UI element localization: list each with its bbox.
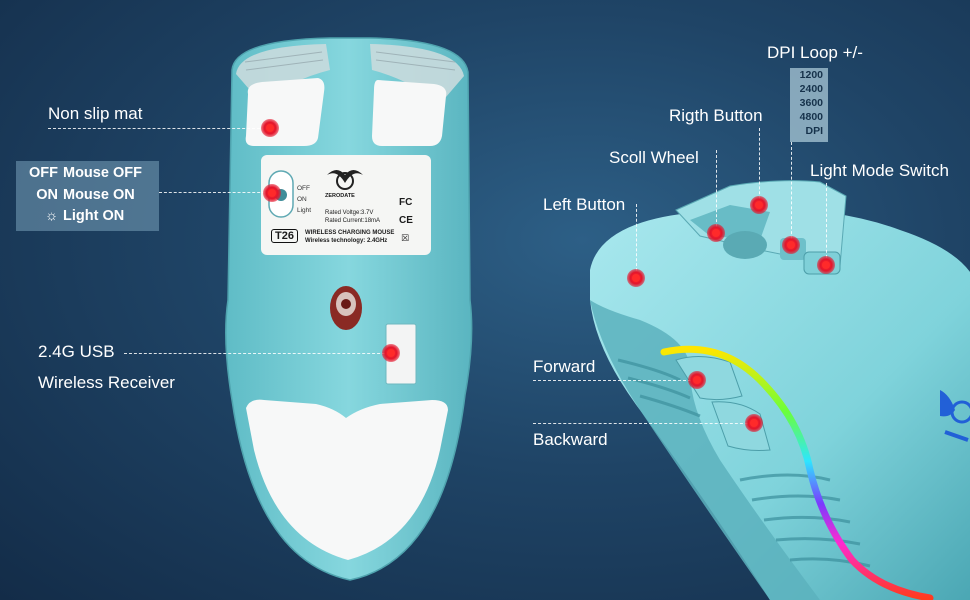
left-button-label: Left Button — [543, 195, 626, 214]
left-button-marker — [627, 269, 645, 287]
switch-leader — [159, 192, 270, 193]
right-button-label: Rigth Button — [669, 106, 763, 125]
switch-on-text: ON — [297, 196, 307, 203]
backward-button-marker — [745, 414, 763, 432]
light-mode-switch-marker — [817, 256, 835, 274]
ce-mark-icon: CE — [399, 215, 413, 226]
switch-off-text: OFF — [297, 185, 310, 192]
usb-receiver-label-line1: 2.4G USB — [38, 342, 115, 361]
rated-voltage-text: Rated Voltge:3.7V — [325, 210, 374, 216]
light-mode-switch-leader — [826, 183, 827, 263]
bottom-label-sticker: OFF ON Light ZERODATE Rated Voltge:3.7V … — [261, 155, 431, 255]
backward-label: Backward — [533, 430, 608, 449]
scroll-wheel-leader — [716, 150, 717, 232]
backward-leader — [533, 423, 753, 424]
non-slip-mat-label: Non slip mat — [48, 104, 143, 123]
switch-light-text: Light — [297, 207, 312, 214]
scroll-wheel-label: Scoll Wheel — [609, 148, 699, 167]
dpi-button-marker — [782, 236, 800, 254]
scroll-wheel-marker — [707, 224, 725, 242]
usb-receiver-leader — [124, 353, 390, 354]
non-slip-mat-marker — [261, 119, 279, 137]
weee-bin-icon: ☒ — [401, 233, 410, 243]
mouse-angled-view — [590, 180, 970, 600]
zerodate-logo-icon — [940, 390, 970, 442]
sun-icon: ☼ — [44, 208, 58, 224]
dpi-values-box: 1200 2400 3600 4800 DPI — [790, 68, 828, 142]
usb-receiver-label-line2: Wireless Receiver — [38, 373, 175, 392]
technology-text: Wireless technology: 2.4GHz — [305, 238, 388, 244]
usb-receiver-marker — [382, 344, 400, 362]
brand-text: ZERODATE — [325, 193, 355, 199]
switch-legend-row-light: ☼Light ON — [22, 208, 125, 228]
mouse-bottom-view — [225, 37, 473, 581]
forward-button-marker — [688, 371, 706, 389]
dpi-loop-label: DPI Loop +/- — [767, 43, 863, 62]
fcc-mark-icon: FC — [399, 197, 413, 208]
right-button-marker — [750, 196, 768, 214]
dpi-leader — [791, 142, 792, 244]
forward-leader — [533, 380, 696, 381]
left-button-leader — [636, 204, 637, 276]
model-text: T26 — [271, 229, 298, 243]
product-text: WIRELESS CHARGING MOUSE — [305, 230, 395, 236]
power-switch-marker — [263, 184, 281, 202]
rated-current-text: Rated Current:18mA — [325, 218, 381, 224]
forward-label: Forward — [533, 357, 596, 376]
non-slip-mat-leader — [48, 128, 270, 129]
right-button-leader — [759, 128, 760, 204]
light-mode-switch-label: Light Mode Switch — [810, 161, 949, 180]
